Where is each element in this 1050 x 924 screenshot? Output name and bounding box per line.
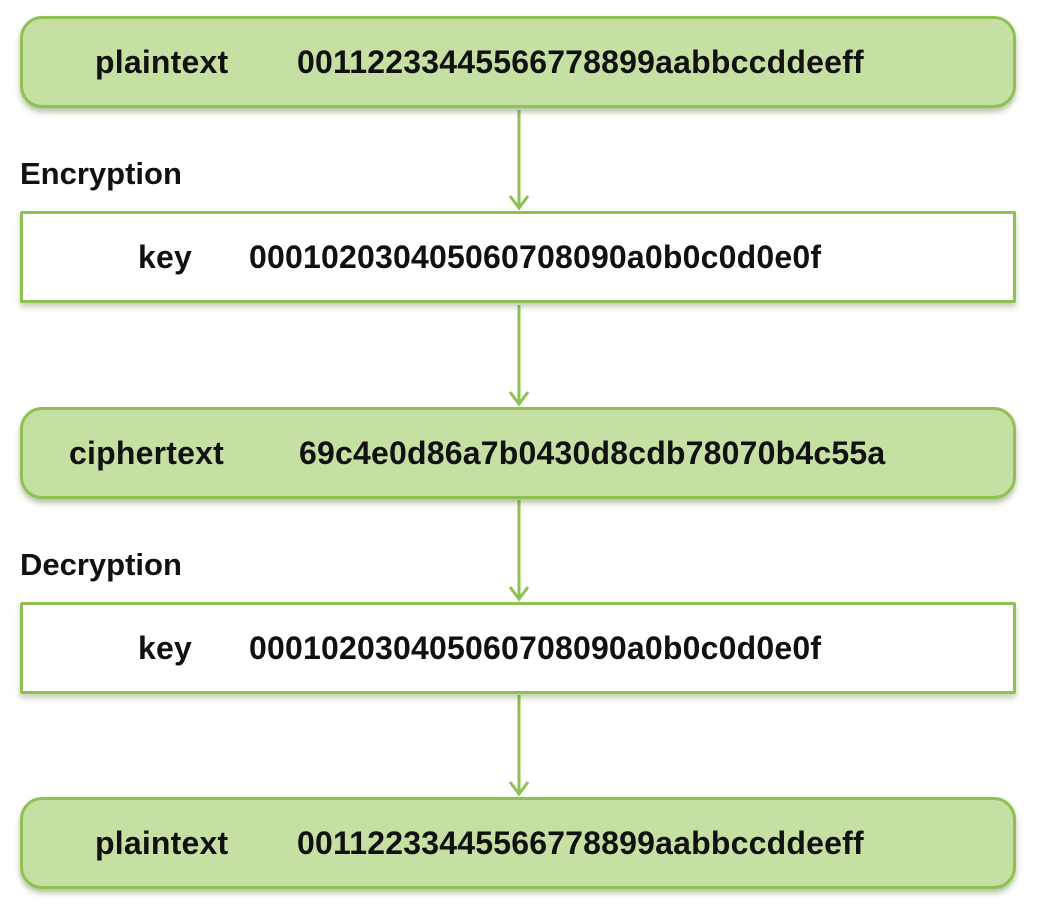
box-value: 000102030405060708090a0b0c0d0e0f — [249, 238, 822, 275]
arrow-key-to-plaintext — [508, 695, 530, 797]
box-label: key — [138, 629, 192, 666]
box-value: 000102030405060708090a0b0c0d0e0f — [249, 629, 822, 666]
box-label: plaintext — [95, 43, 229, 80]
plaintext-input-box: plaintext 00112233445566778899aabbccddee… — [20, 16, 1016, 108]
encryption-label: Encryption — [20, 156, 182, 191]
ciphertext-box: ciphertext 69c4e0d86a7b0430d8cdb78070b4c… — [20, 407, 1016, 499]
decryption-key-box: key 000102030405060708090a0b0c0d0e0f — [20, 602, 1016, 694]
box-label: ciphertext — [69, 434, 224, 471]
encryption-key-box: key 000102030405060708090a0b0c0d0e0f — [20, 211, 1016, 303]
box-value: 69c4e0d86a7b0430d8cdb78070b4c55a — [299, 434, 886, 471]
arrow-ciphertext-to-key — [508, 500, 530, 602]
arrow-plaintext-to-key — [508, 110, 530, 211]
plaintext-output-box: plaintext 00112233445566778899aabbccddee… — [20, 797, 1016, 889]
decryption-label: Decryption — [20, 547, 182, 582]
box-label: plaintext — [95, 824, 229, 861]
arrow-key-to-ciphertext — [508, 305, 530, 407]
box-value: 00112233445566778899aabbccddeeff — [297, 824, 864, 861]
box-value: 00112233445566778899aabbccddeeff — [297, 43, 864, 80]
box-label: key — [138, 238, 192, 275]
